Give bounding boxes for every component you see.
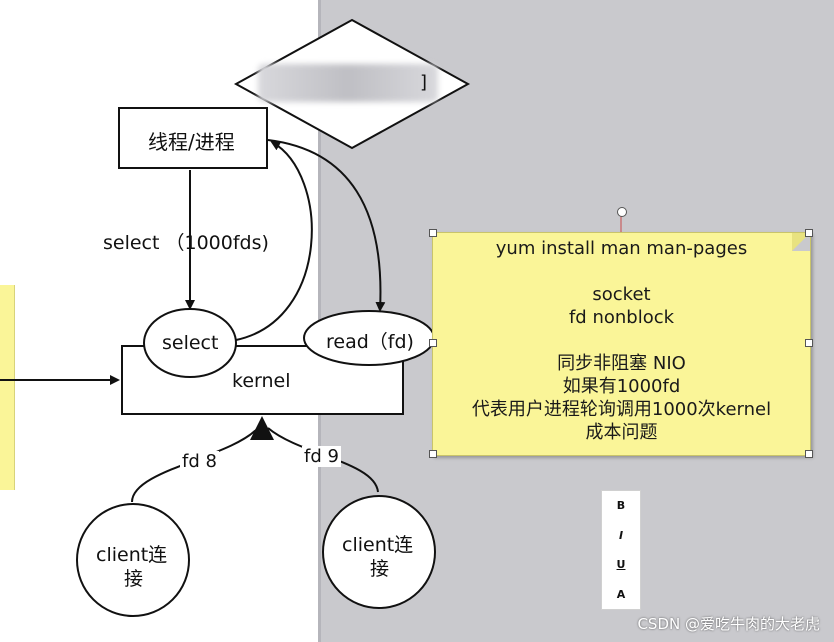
diamond-label: ]	[420, 72, 428, 93]
resize-handle-bottom-right[interactable]	[805, 450, 813, 458]
csdn-watermark: CSDN @爱吃牛肉的大老虎	[637, 615, 820, 633]
read-node-label: read（fd)	[326, 331, 414, 353]
select-node-label: select	[162, 332, 219, 354]
note-corner-fold	[792, 233, 810, 251]
font-color-button[interactable]: A	[616, 587, 626, 601]
resize-handle-left[interactable]	[429, 339, 437, 347]
note-line: socket	[592, 284, 651, 305]
note-line: 成本问题	[585, 422, 658, 443]
note-line: 代表用户进程轮询调用1000次kernel	[471, 399, 772, 420]
process-box[interactable]	[118, 107, 268, 169]
offscreen-sticky-note[interactable]	[0, 285, 15, 490]
process-box-label: 线程/进程	[148, 130, 235, 154]
fd8-label: fd 8	[180, 451, 219, 472]
resize-handle-bottom-left[interactable]	[429, 450, 437, 458]
note-line	[433, 329, 810, 352]
resize-handle-top-right[interactable]	[805, 229, 813, 237]
client2-label-line2: 接	[370, 558, 390, 580]
note-line: fd nonblock	[568, 307, 675, 328]
select-return-arrow	[235, 141, 313, 341]
client2-node[interactable]	[322, 495, 436, 609]
note-line: yum install man man-pages	[495, 238, 748, 259]
client1-node[interactable]	[76, 503, 190, 617]
note-line: 同步非阻塞 NIO	[557, 353, 686, 374]
client2-label-line1: client连	[342, 534, 414, 556]
sticky-note-text[interactable]: yum install man man-pages socket fd nonb…	[433, 237, 810, 444]
blurred-diamond-text	[258, 64, 438, 102]
note-line	[433, 260, 810, 283]
fd9-label: fd 9	[302, 446, 341, 467]
note-line: 如果有1000fd	[562, 376, 681, 397]
bold-button[interactable]: B	[616, 499, 626, 513]
text-format-toolbar: B I U A	[601, 490, 641, 610]
select-node[interactable]	[143, 308, 237, 378]
kernel-label: kernel	[232, 370, 291, 392]
rotate-handle[interactable]	[617, 207, 627, 217]
resize-handle-right[interactable]	[805, 339, 813, 347]
read-call-arrow	[267, 139, 386, 312]
resize-handle-top-left[interactable]	[429, 229, 437, 237]
client1-label-line2: 接	[124, 568, 144, 590]
underline-button[interactable]: U	[616, 558, 626, 572]
kernel-input-arrowhead	[250, 416, 274, 440]
sticky-note[interactable]: yum install man man-pages socket fd nonb…	[432, 232, 811, 456]
select-call-label: select （1000fds)	[103, 232, 269, 254]
italic-button[interactable]: I	[618, 528, 624, 542]
client1-label-line1: client连	[96, 544, 168, 566]
